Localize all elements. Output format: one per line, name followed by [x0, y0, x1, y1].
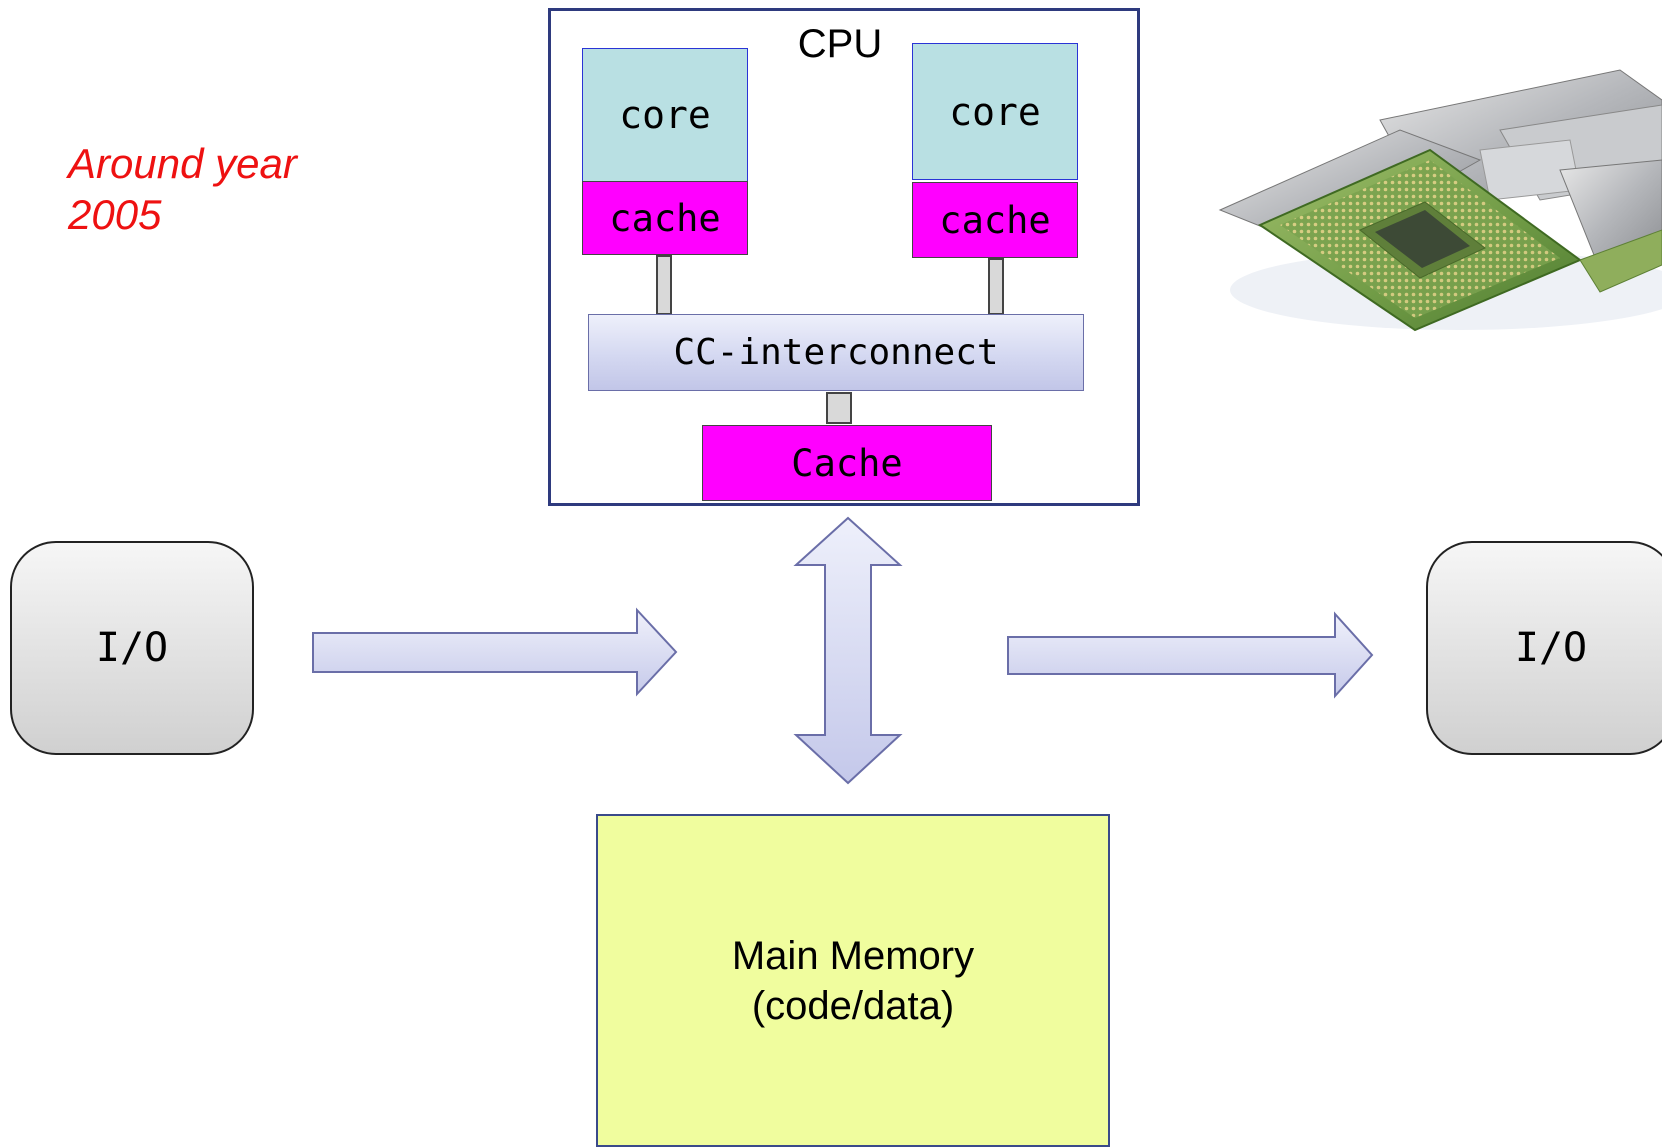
arrow-io-in: [312, 607, 678, 697]
cc-interconnect: CC-interconnect: [588, 314, 1084, 391]
cpu-label: CPU: [797, 22, 883, 66]
io-right-label: I/O: [1514, 625, 1588, 671]
arrow-cpu-memory: [793, 516, 903, 785]
io-right: I/O: [1426, 541, 1662, 755]
cpu-chips-photo-icon: [1218, 69, 1662, 332]
core-2: core: [912, 43, 1078, 180]
core-1: core: [582, 48, 748, 182]
io-left-label: I/O: [95, 625, 169, 671]
main-memory: Main Memory (code/data): [596, 814, 1110, 1147]
shared-cache: Cache: [702, 425, 992, 501]
io-left: I/O: [10, 541, 254, 755]
interconnect-link: [826, 392, 852, 424]
caption-line-1: Around year: [68, 140, 297, 187]
memory-line-2: (code/data): [751, 983, 955, 1028]
caption-line-2: 2005: [68, 191, 162, 238]
memory-line-1: Main Memory: [731, 933, 975, 978]
core-1-cache: cache: [582, 181, 748, 255]
core-2-cache: cache: [912, 182, 1078, 258]
year-caption: Around year 2005: [68, 138, 368, 240]
arrow-io-out: [1007, 611, 1374, 699]
